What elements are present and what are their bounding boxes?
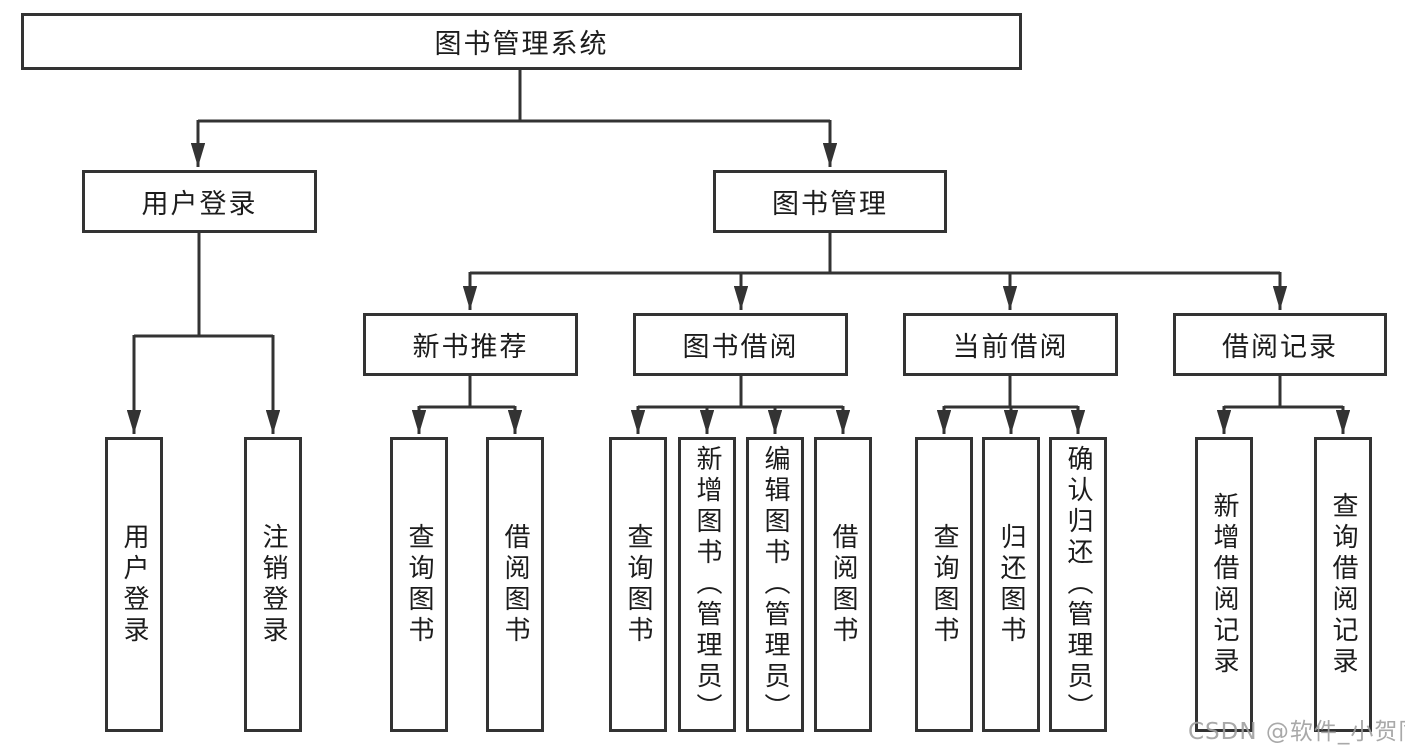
node-new-book-recommend-label: 新书推荐	[412, 332, 529, 363]
node-borrow-records-label: 借阅记录	[1222, 332, 1338, 363]
leaf-borrow-books-2-label: 借阅图书	[828, 522, 858, 647]
leaf-query-books-2-label: 查询图书	[623, 522, 653, 647]
connector-root-split	[198, 69, 830, 123]
csdn-watermark: CSDN @软件_小贺同学	[1188, 719, 1405, 745]
leaf-confirm-return-admin: 确认归还（管理员）	[1049, 437, 1107, 732]
node-user-login-label: 用户登录	[141, 189, 258, 220]
leaf-borrow-books-2: 借阅图书	[814, 437, 872, 732]
connector-current-borrow-split	[944, 376, 1078, 409]
connector-book-borrow-split	[638, 376, 843, 409]
leaf-edit-book-admin-label: 编辑图书（管理员）	[760, 445, 790, 724]
node-current-borrow: 当前借阅	[903, 313, 1118, 376]
node-book-borrow: 图书借阅	[633, 313, 848, 376]
leaf-query-books-2: 查询图书	[609, 437, 667, 732]
leaf-add-book-admin: 新增图书（管理员）	[678, 437, 736, 732]
leaf-logout-label: 注销登录	[258, 522, 288, 647]
leaf-logout: 注销登录	[244, 437, 302, 732]
node-book-borrow-label: 图书借阅	[682, 332, 799, 363]
connector-new-book-split	[419, 376, 515, 409]
connector-book-mgmt-split	[470, 233, 1280, 275]
leaf-borrow-books-1: 借阅图书	[486, 437, 544, 732]
node-root-label: 图书管理系统	[434, 29, 609, 60]
leaf-query-books-3-label: 查询图书	[929, 522, 959, 647]
node-borrow-records: 借阅记录	[1173, 313, 1387, 376]
leaf-edit-book-admin: 编辑图书（管理员）	[746, 437, 804, 732]
leaf-add-book-admin-label: 新增图书（管理员）	[692, 445, 722, 724]
node-user-login: 用户登录	[82, 170, 317, 233]
leaf-user-login: 用户登录	[105, 437, 163, 732]
node-book-management: 图书管理	[713, 170, 947, 233]
leaf-query-borrow-record-label: 查询借阅记录	[1328, 491, 1358, 678]
connector-records-split	[1224, 376, 1343, 409]
connector-user-login-split	[134, 233, 273, 338]
leaf-query-books-1: 查询图书	[390, 437, 448, 732]
leaf-return-book-label: 归还图书	[996, 522, 1026, 647]
leaf-return-book: 归还图书	[982, 437, 1040, 732]
node-book-management-label: 图书管理	[772, 189, 888, 220]
leaf-confirm-return-admin-label: 确认归还（管理员）	[1063, 445, 1093, 724]
leaf-query-books-1-label: 查询图书	[404, 522, 434, 647]
node-new-book-recommend: 新书推荐	[363, 313, 578, 376]
leaf-add-borrow-record-label: 新增借阅记录	[1209, 491, 1239, 678]
leaf-user-login-label: 用户登录	[119, 522, 149, 647]
node-root: 图书管理系统	[21, 13, 1022, 70]
leaf-query-borrow-record: 查询借阅记录	[1314, 437, 1372, 732]
leaf-borrow-books-1-label: 借阅图书	[500, 522, 530, 647]
node-current-borrow-label: 当前借阅	[952, 332, 1069, 363]
leaf-query-books-3: 查询图书	[915, 437, 973, 732]
leaf-add-borrow-record: 新增借阅记录	[1195, 437, 1253, 732]
